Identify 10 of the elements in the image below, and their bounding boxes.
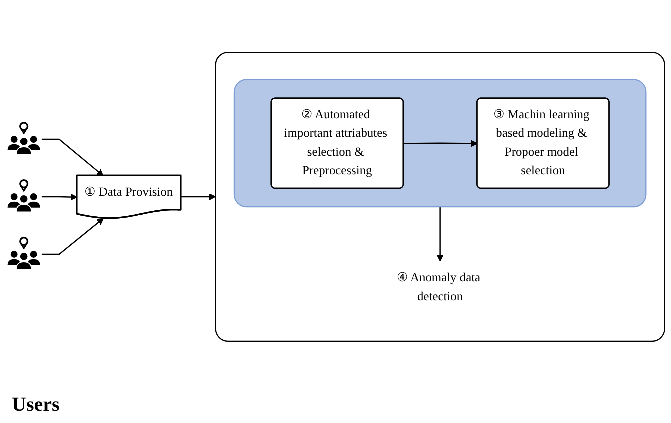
arrow — [404, 140, 478, 148]
arrow — [436, 207, 444, 262]
arrow — [180, 194, 216, 200]
cluster — [215, 52, 666, 342]
arrow — [42, 138, 104, 176]
node-text: ④ Anomaly data detection — [396, 272, 481, 304]
cluster — [234, 79, 647, 208]
group-caption: Users — [12, 394, 60, 417]
arrow — [42, 218, 104, 256]
arrow — [42, 194, 78, 201]
